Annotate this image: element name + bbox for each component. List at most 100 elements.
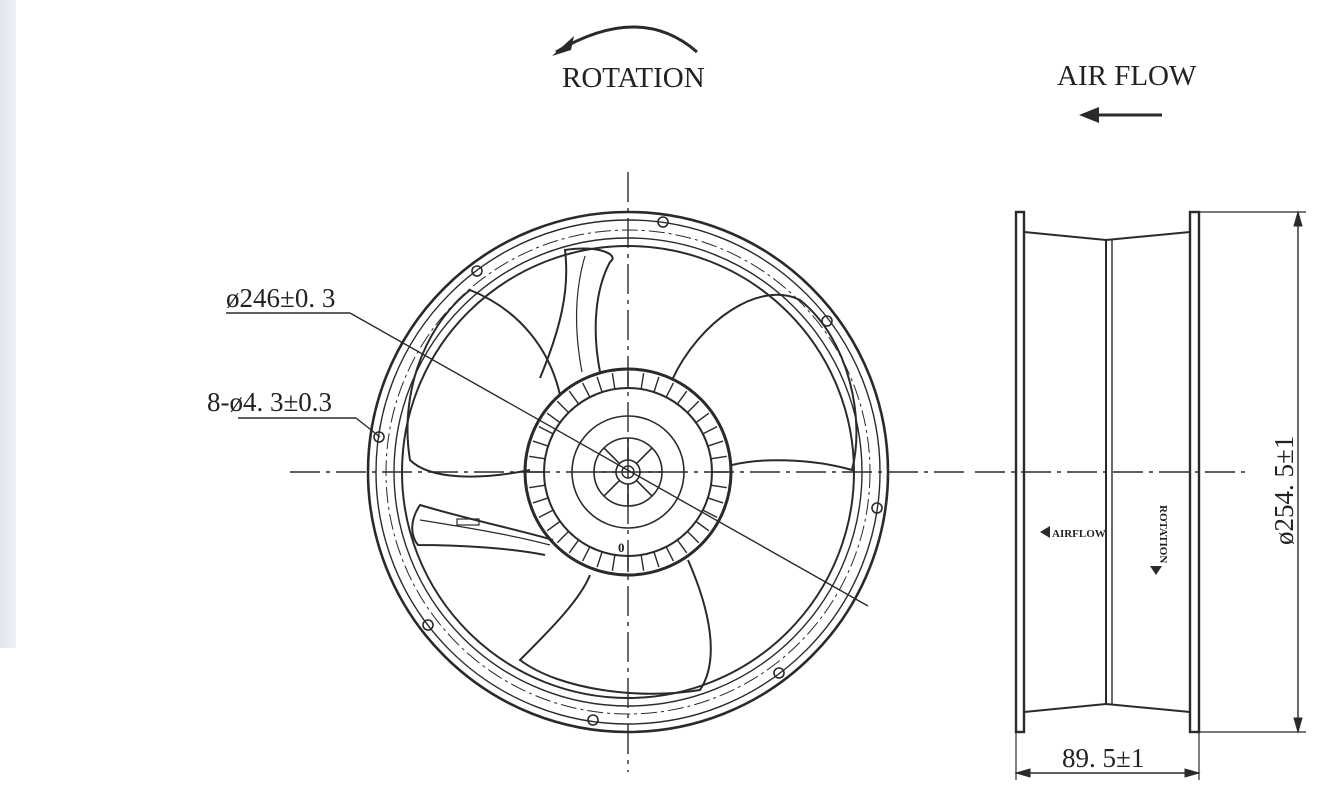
fan-blade bbox=[539, 247, 614, 379]
hub-spoke bbox=[603, 447, 621, 465]
hub-rib bbox=[556, 400, 570, 414]
hub-mark: 0 bbox=[618, 540, 625, 555]
hub-rib bbox=[529, 484, 546, 489]
hub-rib bbox=[707, 440, 724, 447]
airflow-label: AIR FLOW bbox=[1057, 60, 1197, 92]
hub-rib bbox=[710, 484, 727, 489]
hub-rib bbox=[568, 539, 580, 554]
side-airflow-text: AIRFLOW bbox=[1052, 528, 1106, 540]
depth-arrow-right bbox=[1184, 768, 1201, 778]
mounting-holes-leader bbox=[355, 417, 381, 438]
hub-rib bbox=[596, 551, 603, 568]
hub-rib bbox=[665, 546, 675, 562]
hub-rib bbox=[538, 509, 554, 519]
side-view bbox=[975, 210, 1306, 780]
blade-diameter-label: ø246±0. 3 bbox=[226, 283, 335, 313]
mounting-hole bbox=[871, 502, 883, 514]
blade-tip-circle bbox=[401, 245, 855, 699]
hub-rib bbox=[695, 520, 710, 532]
mounting-hole-circle bbox=[385, 229, 871, 715]
hub-spokes bbox=[594, 438, 662, 506]
airflow-arrow-head bbox=[1079, 107, 1099, 123]
hub-rib bbox=[546, 412, 561, 424]
hub-outer bbox=[523, 367, 733, 577]
hub-rib bbox=[640, 373, 645, 390]
fan-blade bbox=[406, 288, 561, 478]
hub-rib bbox=[702, 425, 718, 435]
fan-blade-inner-edge bbox=[576, 255, 586, 373]
hub-rib bbox=[676, 390, 688, 405]
hub-rib bbox=[640, 554, 645, 571]
mounting-hole bbox=[587, 714, 599, 726]
hub-rib bbox=[556, 530, 570, 544]
front-view bbox=[290, 172, 968, 772]
side-rotation-arrow-icon bbox=[1150, 566, 1162, 575]
blade-diameter-leader bbox=[349, 312, 869, 607]
frame-label-plate bbox=[456, 518, 480, 526]
hub-spoke bbox=[635, 479, 653, 497]
side-airflow-arrow-icon bbox=[1040, 526, 1050, 538]
hub-rib bbox=[653, 551, 660, 568]
hub-rib bbox=[702, 509, 718, 519]
fan-blades bbox=[406, 247, 858, 695]
fan-blade bbox=[518, 559, 712, 695]
hub-rib bbox=[611, 373, 616, 390]
airflow-indicator: AIR FLOW bbox=[1057, 60, 1197, 123]
mounting-hole bbox=[422, 619, 434, 631]
hub-rib bbox=[710, 455, 727, 460]
hub-rib bbox=[695, 412, 710, 424]
hub-inner-ring bbox=[571, 415, 685, 529]
fan-blade bbox=[671, 293, 858, 472]
mounting-hole bbox=[471, 265, 483, 277]
side-airflow-marking: AIRFLOW bbox=[1040, 526, 1106, 540]
hub-spoke bbox=[603, 479, 621, 497]
hub-rib bbox=[581, 382, 591, 398]
rotation-arrow-head bbox=[552, 36, 574, 56]
outer-diameter-arrow-bottom bbox=[1293, 717, 1303, 734]
hub-rib bbox=[686, 400, 700, 414]
hub-rib bbox=[532, 440, 549, 447]
hub-rib bbox=[568, 390, 580, 405]
rotation-label: ROTATION bbox=[562, 62, 705, 94]
hub-ribs bbox=[528, 372, 728, 572]
shaft-inner bbox=[621, 465, 635, 479]
rotation-indicator: ROTATION bbox=[552, 25, 705, 94]
shaft-outer bbox=[615, 459, 641, 485]
side-rotation-text: ROTATION bbox=[1157, 505, 1169, 563]
hub-rib bbox=[707, 497, 724, 504]
hub-rib bbox=[529, 455, 546, 460]
hub-rib bbox=[538, 425, 554, 435]
left-edge-strip bbox=[0, 0, 16, 648]
mounting-hole bbox=[657, 216, 669, 228]
venturi-ring bbox=[393, 237, 863, 707]
depth-arrow-left bbox=[1014, 768, 1031, 778]
outer-frame-inner-edge bbox=[375, 219, 881, 725]
outer-frame-ring bbox=[366, 210, 890, 734]
hub-rib bbox=[546, 520, 561, 532]
hub-rib bbox=[686, 530, 700, 544]
hub-rib bbox=[665, 382, 675, 398]
hub-rib bbox=[596, 376, 603, 393]
mounting-hole bbox=[773, 667, 785, 679]
outer-diameter-arrow-top bbox=[1293, 210, 1303, 227]
depth-label: 89. 5±1 bbox=[1062, 743, 1144, 773]
outer-diameter-label: ø254. 5±1 bbox=[1269, 436, 1299, 545]
hub-rib bbox=[581, 546, 591, 562]
side-rotation-marking: ROTATION bbox=[1157, 505, 1169, 563]
blade-diameter-dimension: ø246±0. 3 bbox=[226, 283, 869, 607]
hub-rib bbox=[532, 497, 549, 504]
mounting-holes-label: 8-ø4. 3±0.3 bbox=[207, 387, 332, 417]
side-body-bottom bbox=[1023, 702, 1191, 713]
fan-blade bbox=[411, 503, 554, 556]
mounting-hole bbox=[373, 431, 385, 443]
rotation-arrow-arc bbox=[555, 25, 698, 54]
side-body-top bbox=[1023, 231, 1191, 242]
mounting-holes-dimension: 8-ø4. 3±0.3 bbox=[207, 387, 381, 438]
hub-spoke bbox=[635, 447, 653, 465]
hub-rib bbox=[653, 376, 660, 393]
fan-blade-inner-edge bbox=[419, 519, 551, 546]
hub-rib bbox=[676, 539, 688, 554]
hub-rib bbox=[611, 554, 616, 571]
